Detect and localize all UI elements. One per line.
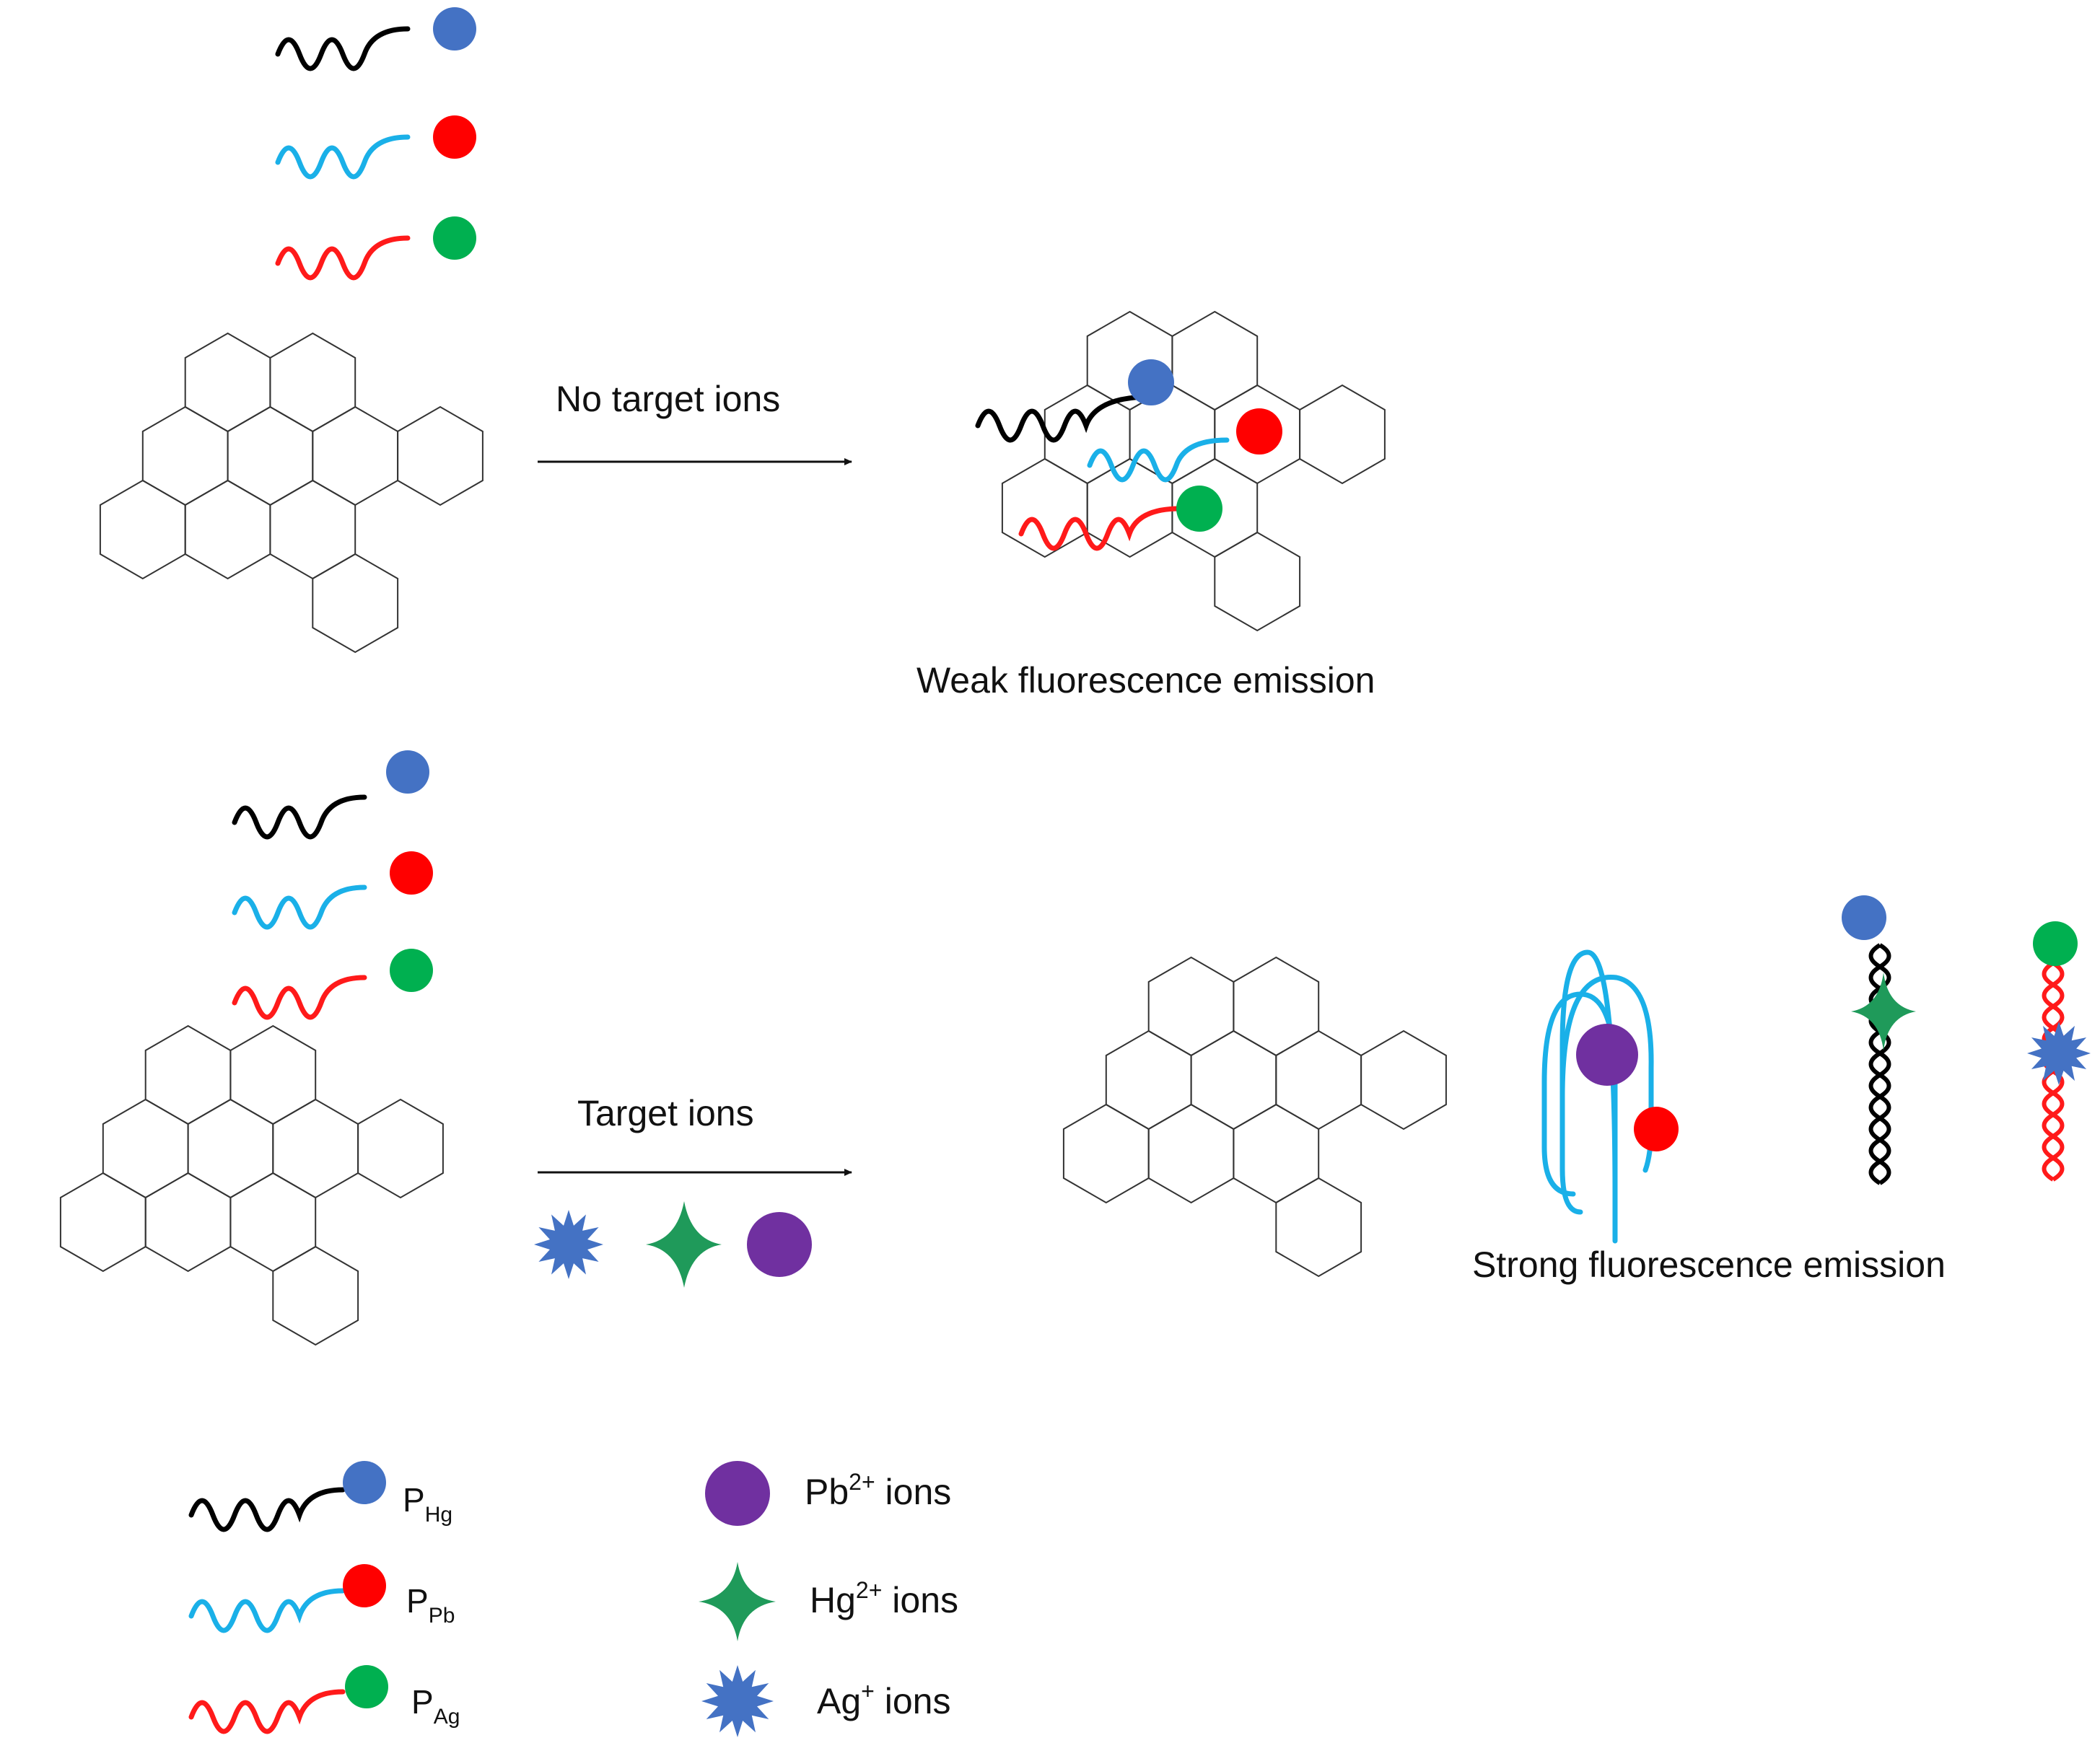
red-dye-icon: [343, 1564, 386, 1607]
pb-g-quadruplex-complex: [1541, 949, 1679, 1244]
result-label-weak: Weak fluorescence emission: [916, 660, 1375, 701]
red-dye-icon: [1634, 1107, 1679, 1151]
red-dye-icon: [390, 851, 433, 895]
blue-dye-icon: [1128, 359, 1174, 405]
graphene-hexagon: [269, 332, 356, 433]
probe-hg-adsorbed: [975, 359, 1174, 443]
graphene-hexagon: [1190, 1030, 1277, 1131]
legend-ion-pb-label: Pb2+ ions: [805, 1469, 951, 1512]
graphene-hexagon: [1147, 1103, 1235, 1204]
graphene-hexagon: [1275, 1177, 1362, 1278]
blue-dye-icon: [433, 7, 476, 51]
blue-dye-icon: [386, 750, 429, 794]
graphene-hexagon: [59, 1172, 146, 1273]
graphene-hexagon: [144, 1024, 232, 1125]
hg-ion-icon: [646, 1201, 722, 1288]
green-dye-icon: [1176, 486, 1222, 532]
graphene-hexagon: [357, 1098, 444, 1199]
graphene-hexagon: [397, 405, 484, 506]
green-dye-icon: [390, 949, 433, 992]
pb-ion-icon: [1576, 1024, 1638, 1086]
legend-ion-ag: Ag+ ions: [701, 1665, 950, 1737]
graphene-sheet-top-right: [1001, 310, 1386, 632]
probe-ag-free: [275, 216, 476, 281]
legend-probe-pb-label: PPb: [406, 1582, 455, 1628]
probe-hg-free: [275, 7, 476, 71]
hg-duplex-complex: [1842, 895, 1916, 1185]
graphene-hexagon: [1233, 956, 1320, 1057]
legend-probe-pb: PPb: [188, 1564, 455, 1633]
probe-ag-free-2: [232, 949, 433, 1020]
graphene-hexagon: [1105, 1030, 1192, 1131]
legend-ion-pb: Pb2+ ions: [705, 1461, 951, 1526]
pb-ion-icon: [747, 1212, 812, 1277]
probe-pb-adsorbed: [1087, 408, 1282, 483]
ag-duplex-complex: [2027, 921, 2091, 1182]
graphene-hexagon: [1233, 1103, 1320, 1204]
green-dye-icon: [433, 216, 476, 260]
graphene-hexagon: [1299, 384, 1386, 485]
graphene-hexagon: [1147, 956, 1235, 1057]
graphene-hexagon: [229, 1172, 317, 1273]
probe-hg-free-2: [232, 750, 429, 840]
green-dye-icon: [2033, 921, 2078, 966]
graphene-hexagon: [312, 405, 399, 506]
green-dye-icon: [345, 1665, 388, 1708]
graphene-hexagon: [272, 1098, 359, 1199]
arrow-label-target: Target ions: [577, 1093, 754, 1133]
probe-ag-adsorbed: [1018, 486, 1222, 551]
graphene-hexagon: [102, 1098, 189, 1199]
hg-ion-icon: [699, 1562, 776, 1641]
ag-ion-icon: [701, 1665, 774, 1737]
bottom-free-probes: [232, 750, 433, 1020]
pb-ion-icon: [705, 1461, 770, 1526]
graphene-hexagon: [187, 1098, 274, 1199]
probe-pb-free: [275, 115, 476, 180]
probe-pb-free-2: [232, 851, 433, 930]
legend-ion-hg-label: Hg2+ ions: [810, 1577, 958, 1620]
legend-ions: Pb2+ ions Hg2+ ions Ag+ ions: [699, 1461, 958, 1737]
legend-probe-ag-label: PAg: [411, 1683, 460, 1729]
target-ions-row: [534, 1201, 812, 1288]
red-dye-icon: [433, 115, 476, 159]
graphene-hexagon: [1360, 1030, 1447, 1131]
graphene-hexagon: [1275, 1030, 1362, 1131]
ag-ion-icon: [2027, 1022, 2091, 1085]
result-label-strong: Strong fluorescence emission: [1472, 1244, 1946, 1285]
graphene-hexagon: [1214, 531, 1301, 632]
hg-ion-icon: [1851, 973, 1916, 1050]
graphene-hexagon: [229, 1024, 317, 1125]
graphene-hexagon: [312, 553, 399, 654]
red-dye-icon: [1236, 408, 1282, 455]
legend-probes: PHg PPb PAg: [188, 1461, 460, 1734]
blue-dye-icon: [343, 1461, 386, 1504]
graphene-hexagon: [227, 405, 314, 506]
graphene-hexagon: [1171, 310, 1259, 411]
ag-ion-icon: [534, 1210, 603, 1279]
legend-probe-ag: PAg: [188, 1665, 460, 1734]
graphene-hexagon: [269, 479, 356, 580]
graphene-sheet-bottom-left: [59, 1024, 444, 1346]
graphene-hexagon: [184, 332, 271, 433]
graphene-sheet-bottom-right: [1062, 956, 1447, 1278]
graphene-hexagon: [141, 405, 229, 506]
graphene-hexagon: [184, 479, 271, 580]
adsorbed-probes: [975, 359, 1282, 551]
arrow-label-no-target: No target ions: [556, 379, 780, 419]
graphene-sheet-top-left: [99, 332, 484, 654]
legend-probe-hg-label: PHg: [403, 1481, 452, 1527]
top-free-probes: [275, 7, 476, 281]
graphene-hexagon: [99, 479, 186, 580]
blue-dye-icon: [1842, 895, 1886, 940]
graphene-hexagon: [272, 1245, 359, 1346]
legend-ion-ag-label: Ag+ ions: [817, 1678, 950, 1721]
legend-probe-hg: PHg: [188, 1461, 452, 1532]
graphene-hexagon: [144, 1172, 232, 1273]
graphene-hexagon: [1062, 1103, 1150, 1204]
legend-ion-hg: Hg2+ ions: [699, 1562, 958, 1641]
